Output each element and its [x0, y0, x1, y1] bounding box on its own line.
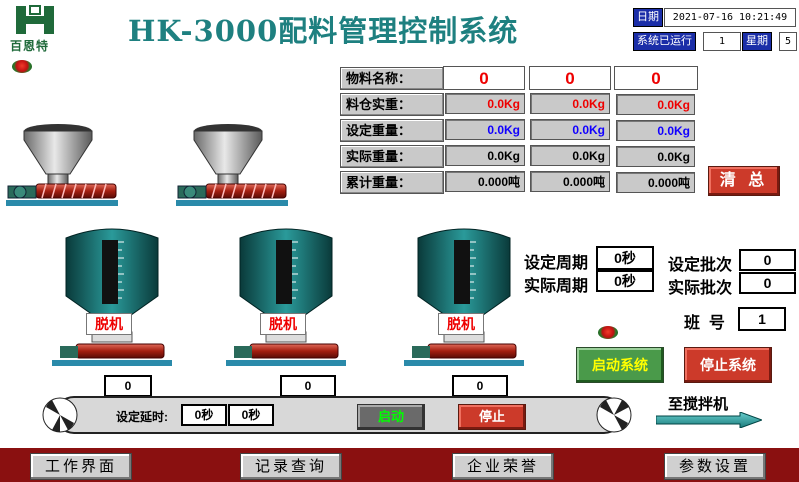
system-status-lamp-icon: [598, 326, 618, 339]
total-weight-3: 0.000吨: [616, 172, 695, 193]
silo-weight-3: 0.0Kg: [616, 94, 695, 115]
actual-batch-value: 0: [739, 272, 796, 294]
silo-weight-1: 0.0Kg: [445, 93, 525, 114]
conveyor-start-button[interactable]: 启动: [357, 404, 425, 430]
status-lamp-icon: [12, 60, 32, 73]
silo-weight-2: 0.0Kg: [530, 93, 610, 114]
row-label-total-weight: 累计重量：: [340, 171, 444, 194]
set-period-label: 设定周期: [524, 255, 589, 272]
total-weight-2: 0.000吨: [530, 171, 610, 192]
set-weight-1[interactable]: 0.0Kg: [445, 119, 525, 140]
arrow-right-icon: [656, 412, 762, 428]
row-label-silo-weight: 料仓实重：: [340, 93, 444, 116]
actual-period-value: 0秒: [596, 270, 654, 292]
weigh-silo-1-icon: [52, 228, 172, 366]
running-label: 系统已运行: [633, 32, 696, 51]
to-mixer-label: 至搅拌机: [668, 396, 729, 413]
actual-weight-3: 0.0Kg: [616, 146, 695, 167]
shift-value[interactable]: 1: [738, 307, 786, 331]
datetime-display: 2021-07-16 10:21:49: [664, 8, 796, 27]
silo-2-value: 0: [280, 375, 336, 397]
clear-total-button[interactable]: 清 总: [708, 166, 780, 196]
logo-text: 百恩特: [10, 39, 50, 53]
silo-3-status-tag: 脱机: [438, 313, 484, 335]
running-days-value: 1: [703, 32, 741, 51]
row-label-actual-weight: 实际重量：: [340, 145, 444, 168]
weigh-silo-2-icon: [226, 228, 346, 366]
conveyor-stop-button[interactable]: 停止: [458, 404, 526, 430]
page-title: HK-3000配料管理控制系统: [128, 14, 519, 48]
start-system-button[interactable]: 启动系统: [576, 347, 664, 383]
nav-company-honors-button[interactable]: 企业荣誉: [452, 453, 554, 480]
silo-1-value: 0: [104, 375, 152, 397]
date-label: 日期: [633, 8, 663, 27]
set-batch-label: 设定批次: [668, 257, 733, 274]
feeder-hopper-1-icon: [6, 124, 118, 206]
weekday-label: 星期: [742, 32, 772, 51]
actual-period-label: 实际周期: [524, 278, 589, 295]
silo-3-value: 0: [452, 375, 508, 397]
material-name-1[interactable]: 0: [443, 66, 525, 90]
nav-record-query-button[interactable]: 记录查询: [240, 453, 342, 480]
material-name-3[interactable]: 0: [614, 66, 698, 90]
actual-batch-label: 实际批次: [668, 280, 733, 297]
delay-value-1[interactable]: 0秒: [181, 404, 227, 426]
set-batch-value[interactable]: 0: [739, 249, 796, 271]
set-period-value[interactable]: 0秒: [596, 246, 654, 270]
row-label-set-weight: 设定重量：: [340, 119, 444, 142]
row-label-material: 物料名称：: [340, 67, 444, 90]
nav-work-screen-button[interactable]: 工作界面: [30, 453, 132, 480]
actual-weight-1: 0.0Kg: [445, 145, 525, 166]
total-weight-1: 0.000吨: [445, 171, 525, 192]
delay-value-2[interactable]: 0秒: [228, 404, 274, 426]
silo-2-status-tag: 脱机: [260, 313, 306, 335]
weigh-silo-3-icon: [404, 228, 524, 366]
set-weight-3[interactable]: 0.0Kg: [616, 120, 695, 141]
feeder-hopper-2-icon: [176, 124, 288, 206]
nav-parameter-settings-button[interactable]: 参数设置: [664, 453, 766, 480]
logo-icon: [16, 5, 54, 34]
set-weight-2[interactable]: 0.0Kg: [530, 119, 610, 140]
weekday-value: 5: [779, 32, 797, 51]
silo-1-status-tag: 脱机: [86, 313, 132, 335]
stop-system-button[interactable]: 停止系统: [684, 347, 772, 383]
shift-label: 班 号: [684, 315, 725, 332]
delay-label: 设定延时:: [116, 410, 168, 424]
actual-weight-2: 0.0Kg: [530, 145, 610, 166]
material-name-2[interactable]: 0: [529, 66, 611, 90]
